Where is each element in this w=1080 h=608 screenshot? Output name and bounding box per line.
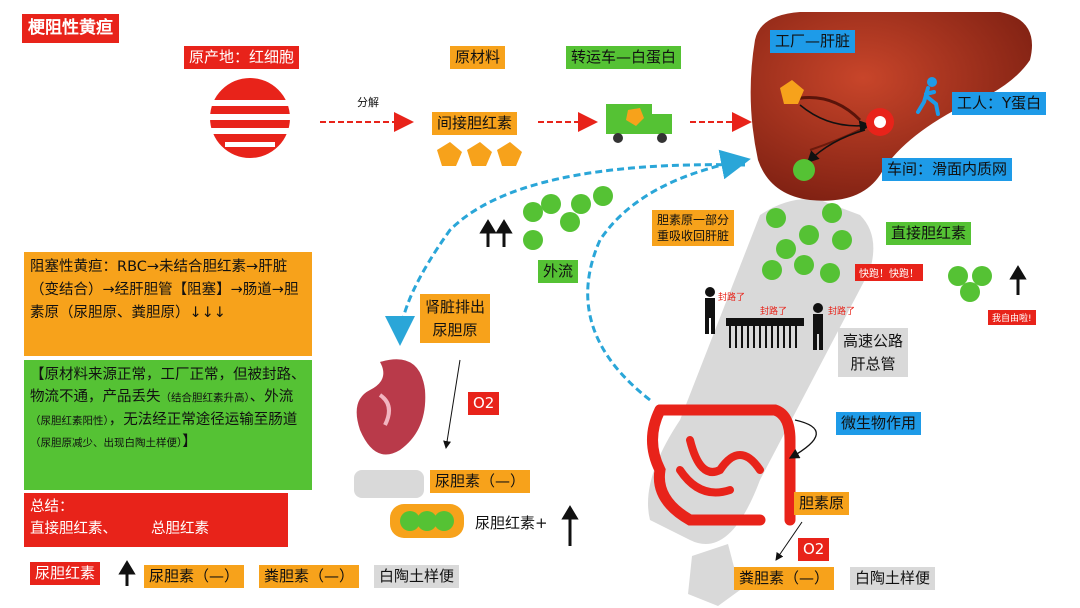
transport-label: 转运车—白蛋白 [566, 46, 682, 69]
explanation-text-2: 、外流 [249, 389, 294, 406]
bladder-icon [354, 470, 424, 498]
explanation-text-1: 【原材料来源正常，工厂正常，但被封路、物流不通，产品丢失 [30, 367, 306, 406]
bilinogen-label: 胆素原 [794, 492, 850, 515]
bile-duct-highway [648, 199, 874, 544]
explanation-box: 【原材料来源正常，工厂正常，但被封路、物流不通，产品丢失（结合胆红素升高）、外流… [24, 360, 312, 490]
summary-total-bilirubin: 总胆红素 [151, 520, 209, 537]
summary-direct-bilirubin: 直接胆红素、 [30, 520, 117, 537]
mechanism-text: 阻塞性黄疸：RBC→未结合胆红素→肝脏（变结合）→经肝胆管【阻塞】→肠道→胆素原… [30, 259, 299, 322]
explanation-note-1: （结合胆红素升高） [160, 392, 250, 405]
summary-title: 总结： [30, 499, 74, 515]
direct-bilirubin-label: 直接胆红素 [886, 222, 972, 245]
direct-bilirubin-in-liver-icon [793, 159, 815, 181]
explanation-note-2: （尿胆红素阳性） [30, 414, 109, 427]
blocked-label-1: 封路了 [718, 293, 746, 303]
blocked-label-3: 封路了 [828, 307, 856, 317]
indirect-bilirubin-icons [437, 142, 522, 166]
highway-label: 高速公路 肝总管 [838, 328, 909, 377]
decompose-label: 分解 [357, 96, 379, 109]
indirect-bilirubin-label: 间接胆红素 [432, 112, 518, 135]
gut-o2-label: O2 [798, 538, 830, 561]
worker-label: 工人：Y蛋白 [952, 92, 1047, 115]
blocked-label-2: 封路了 [760, 307, 788, 317]
red-blood-cell-icon [210, 78, 290, 158]
workshop-label: 车间：滑面内质网 [882, 158, 1013, 181]
explanation-note-3: （尿胆原减少、出现白陶土样便） [30, 437, 183, 450]
clay-stool-icon [688, 544, 740, 606]
factory-label: 工厂—肝脏 [770, 30, 856, 53]
guard-person-icon [705, 287, 823, 350]
albumin-truck-icon [606, 104, 672, 143]
bottom-stercobilin: 粪胆素（—） [259, 565, 360, 588]
bottom-clay-stool: 白陶土样便 [374, 565, 460, 588]
kidney-o2-label: O2 [468, 392, 500, 415]
urine-bilirubin-capsule-icon [390, 504, 464, 538]
bottom-urine-bilirubin: 尿胆红素 [30, 562, 101, 585]
free-tag: 我自由啦! [988, 310, 1036, 325]
bottom-urobilin: 尿胆素（—） [144, 565, 245, 588]
explanation-text-4: 】 [182, 434, 197, 451]
run-tag: 快跑！快跑！ [855, 264, 923, 281]
escaped-direct-bilirubin-icons [948, 266, 992, 302]
workshop-gear-icon [866, 108, 894, 136]
microbe-label: 微生物作用 [836, 412, 922, 435]
page-title: 梗阻性黄疸 [22, 14, 119, 44]
urobilin-kidney-label: 尿胆素（—） [430, 470, 531, 493]
raw-material-label: 原材料 [450, 46, 506, 69]
explanation-text-3: ，无法经正常途径运输至肠道 [108, 411, 298, 428]
indirect-bilirubin-in-liver-icon [780, 80, 804, 104]
urobilinogen-reabsorb-label: 胆素原一部分 重吸收回肝脏 [652, 210, 735, 247]
clay-stool-gut-label: 白陶土样便 [850, 567, 936, 590]
outflow-label: 外流 [538, 260, 579, 283]
intestine-icon [647, 404, 796, 526]
duct-direct-bilirubin-icons [762, 203, 852, 283]
origin-label: 原产地：红细胞 [184, 46, 300, 69]
urine-bilirubin-label: 尿胆红素+ [475, 514, 548, 532]
summary-box: 总结： 直接胆红素、 总胆红素 [24, 493, 288, 547]
mechanism-box: 阻塞性黄疸：RBC→未结合胆红素→肝脏（变结合）→经肝胆管【阻塞】→肠道→胆素原… [24, 252, 312, 356]
stercobilin-gut-label: 粪胆素（—） [734, 567, 835, 590]
kidney-excrete-label: 肾脏排出 尿胆原 [420, 294, 491, 343]
blockage-comb-icon [726, 318, 804, 348]
outflow-direct-bilirubin-icons [523, 186, 613, 250]
running-worker-icon [916, 77, 940, 116]
kidney-icon [356, 359, 426, 455]
